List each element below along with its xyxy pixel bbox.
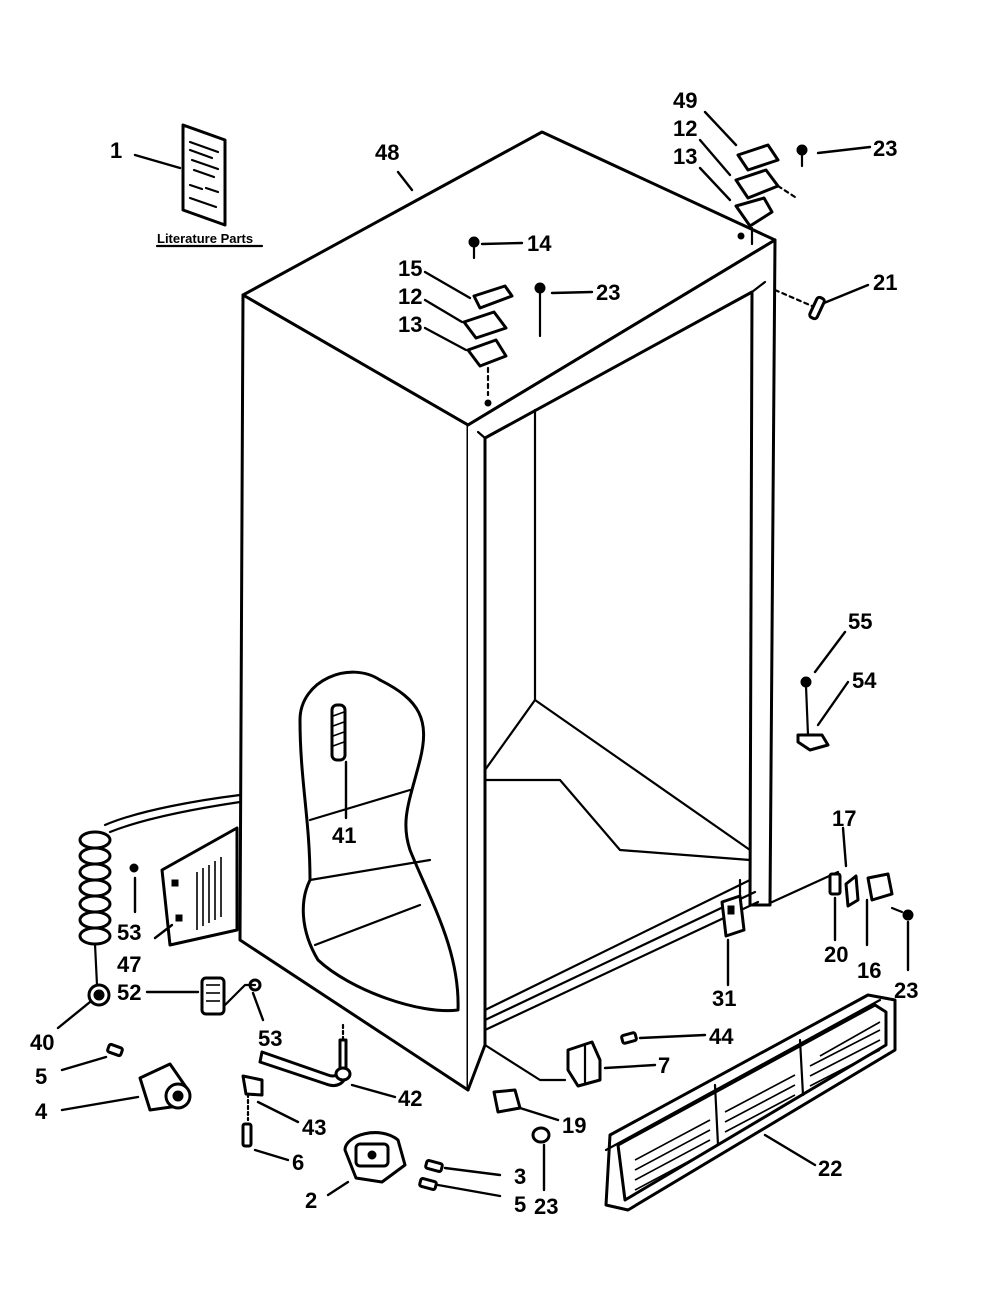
callout-14: 14 [527, 231, 552, 256]
callout-54: 54 [852, 668, 877, 693]
clamp-43 [241, 1074, 264, 1148]
callout-5-left: 5 [35, 1064, 47, 1089]
callout-23-bottom: 23 [534, 1194, 558, 1219]
top-hinge-left [462, 236, 546, 407]
callout-23-right: 23 [894, 978, 918, 1003]
bracket-31 [720, 894, 746, 938]
literature-parts-caption: Literature Parts [157, 231, 253, 246]
callout-19: 19 [562, 1113, 586, 1138]
callout-41: 41 [332, 823, 356, 848]
drain-tube-42 [258, 1023, 352, 1087]
callout-53-upper: 53 [117, 920, 141, 945]
bracket-7 [483, 1031, 638, 1088]
callout-21: 21 [873, 270, 897, 295]
callout-52: 52 [117, 980, 141, 1005]
callout-40: 40 [30, 1030, 54, 1055]
callout-20: 20 [824, 942, 848, 967]
power-cord-40 [78, 793, 242, 1007]
callout-31: 31 [712, 986, 736, 1011]
bracket-52 [200, 976, 262, 1016]
callout-3: 3 [514, 1164, 526, 1189]
callout-12-mid: 12 [398, 284, 422, 309]
callout-5-bottom: 5 [514, 1192, 526, 1217]
callout-55: 55 [848, 609, 872, 634]
callout-13-top: 13 [673, 144, 697, 169]
callout-23-top: 23 [873, 136, 897, 161]
callout-16: 16 [857, 958, 881, 983]
callout-labels: 1 48 49 12 13 23 14 15 23 12 13 21 55 54… [30, 88, 918, 1219]
leveling-leg-2 [343, 1131, 444, 1191]
callout-23-mid: 23 [596, 280, 620, 305]
electrical-box-47 [129, 826, 239, 947]
callout-7: 7 [658, 1053, 670, 1078]
top-hinge-right [734, 143, 808, 246]
callout-2: 2 [305, 1188, 317, 1213]
leader-lines [56, 110, 910, 1198]
callout-43: 43 [302, 1115, 326, 1140]
callout-48: 48 [375, 140, 399, 165]
cam-bracket-54 [796, 676, 830, 752]
cabinet-shell [238, 130, 777, 1092]
callout-44: 44 [709, 1024, 734, 1049]
hinge-pin-21 [773, 288, 826, 321]
callout-42: 42 [398, 1086, 422, 1111]
callout-49: 49 [673, 88, 697, 113]
clip-19 [492, 1088, 551, 1144]
callout-12-top: 12 [673, 116, 697, 141]
base-grille-22 [604, 993, 897, 1212]
literature-booklet [181, 123, 227, 227]
roller-assembly-4 [106, 1042, 192, 1112]
callout-17: 17 [832, 806, 856, 831]
callout-53-lower: 53 [258, 1026, 282, 1051]
callout-4: 4 [35, 1099, 48, 1124]
hinge-bracket-lower-right [768, 870, 914, 921]
callout-6: 6 [292, 1150, 304, 1175]
callout-47: 47 [117, 952, 141, 977]
callout-22: 22 [818, 1156, 842, 1181]
callout-13-mid: 13 [398, 312, 422, 337]
callout-1: 1 [110, 138, 122, 163]
callout-15: 15 [398, 256, 422, 281]
